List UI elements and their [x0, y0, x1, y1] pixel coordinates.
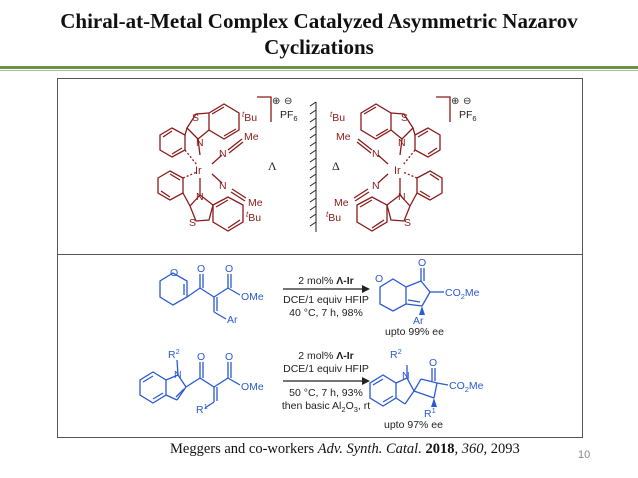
- slide-title: Chiral-at-Metal Complex Catalyzed Asymme…: [0, 8, 638, 60]
- charge-minus: ⊖: [463, 96, 471, 107]
- citation-volume: 360: [461, 441, 484, 457]
- citation-year: 2018: [425, 441, 455, 457]
- acetonitrile-n-label: N: [372, 180, 380, 192]
- oxygen-label: O: [429, 357, 437, 369]
- charge-minus: ⊖: [284, 96, 292, 107]
- tbu-label: tBu: [242, 110, 257, 124]
- charge-plus: ⊕: [451, 96, 459, 107]
- counterion-label: PF6: [459, 109, 477, 123]
- ester-label: CO2Me: [445, 287, 480, 301]
- benzene-ring: [208, 103, 240, 140]
- reaction2-product: [369, 365, 449, 407]
- reaction2-condition-solvent: DCE/1 equiv HFIP: [283, 363, 369, 375]
- reaction1-condition-temp: 40 °C, 7 h, 98%: [289, 307, 363, 319]
- catalyst-lambda: [157, 96, 272, 232]
- tbu-label: tBu: [330, 110, 345, 124]
- page-number: 10: [578, 449, 591, 461]
- methyl-label: Me: [334, 197, 349, 209]
- phenyl-ring: [159, 127, 186, 158]
- nitrogen-label: N: [174, 369, 182, 381]
- title-rule: [0, 66, 638, 69]
- r2-label: R2: [168, 347, 180, 361]
- acetonitrile-n-label: N: [219, 148, 227, 160]
- catalyst-name: Λ-Ir: [336, 275, 354, 287]
- sulfur-label: S: [401, 112, 408, 124]
- journal-name: Adv. Synth. Catal.: [317, 441, 422, 457]
- sulfur-label: S: [192, 112, 199, 124]
- scheme-panel: [57, 78, 583, 438]
- aryl-label: Ar: [413, 315, 424, 327]
- reaction1-product: [379, 268, 444, 315]
- iridium-label: Ir: [394, 165, 401, 177]
- benzene-ring: [356, 196, 388, 232]
- nitrogen-label: N: [402, 370, 410, 382]
- reaction1-arrow: [283, 285, 370, 293]
- panel-divider: [57, 254, 583, 255]
- nitrogen-label: N: [196, 191, 204, 203]
- acetonitrile-n-label: N: [219, 180, 227, 192]
- oxygen-label: O: [197, 351, 205, 363]
- phenyl-ring: [157, 170, 184, 201]
- methyl-label: Me: [248, 197, 263, 209]
- methyl-label: Me: [336, 131, 351, 143]
- charge-plus: ⊕: [272, 96, 280, 107]
- reaction2-condition-temp: 50 °C, 7 h, 93%: [289, 387, 363, 399]
- r1-label: R1: [424, 406, 436, 420]
- oxygen-label: O: [197, 263, 205, 275]
- benzene-ring: [212, 196, 244, 232]
- mirror-plane: [309, 101, 317, 232]
- phenyl-ring: [416, 170, 443, 201]
- methoxy-label: OMe: [241, 291, 264, 303]
- r1-label: R1: [196, 402, 208, 416]
- reaction2-condition-catalyst: 2 mol% Λ-Ir: [298, 350, 354, 362]
- citation: Meggers and co-workers Adv. Synth. Catal…: [170, 441, 520, 457]
- reaction1-condition-catalyst: 2 mol% Λ-Ir: [298, 275, 354, 287]
- nitrogen-label: N: [398, 191, 406, 203]
- nitrogen-label: N: [196, 137, 204, 149]
- lambda-label: Λ: [268, 159, 277, 173]
- iridium-label: Ir: [195, 165, 202, 177]
- benzene-ring: [360, 103, 392, 140]
- title-rule-thin: [0, 70, 638, 71]
- reaction1-substrate: [159, 272, 241, 320]
- aryl-label: Ar: [227, 314, 238, 326]
- methoxy-label: OMe: [241, 381, 264, 393]
- catalyst-name: Λ-Ir: [336, 350, 354, 362]
- catalyst-delta: [353, 96, 451, 232]
- reaction2-ee: upto 97% ee: [384, 419, 443, 431]
- reaction1-condition-solvent: DCE/1 equiv HFIP: [283, 294, 369, 306]
- counterion-label: PF6: [280, 109, 298, 123]
- sulfur-label: S: [189, 217, 196, 229]
- delta-label: Δ: [332, 159, 340, 173]
- oxygen-label: O: [418, 257, 426, 269]
- tbu-label: tBu: [246, 210, 261, 224]
- title-line-1: Chiral-at-Metal Complex Catalyzed Asymme…: [60, 9, 578, 33]
- phenyl-ring: [414, 127, 441, 158]
- reaction2-substrate: [139, 359, 241, 409]
- tbu-label: tBu: [326, 210, 341, 224]
- nitrogen-label: N: [398, 137, 406, 149]
- oxygen-label: O: [170, 267, 178, 279]
- oxygen-label: O: [225, 263, 233, 275]
- sulfur-label: S: [404, 217, 411, 229]
- citation-pages: 2093: [490, 441, 520, 457]
- r2-label: R2: [390, 347, 402, 361]
- oxygen-label: O: [375, 273, 383, 285]
- acetonitrile-n-label: N: [372, 148, 380, 160]
- methyl-label: Me: [244, 131, 259, 143]
- reaction1-ee: upto 99% ee: [385, 326, 444, 338]
- reaction2-arrow: [283, 377, 370, 385]
- title-line-2: Cyclizations: [264, 35, 374, 59]
- reaction2-condition-workup: then basic Al2O3, rt: [281, 400, 371, 415]
- ester-label: CO2Me: [449, 380, 484, 394]
- oxygen-label: O: [225, 351, 233, 363]
